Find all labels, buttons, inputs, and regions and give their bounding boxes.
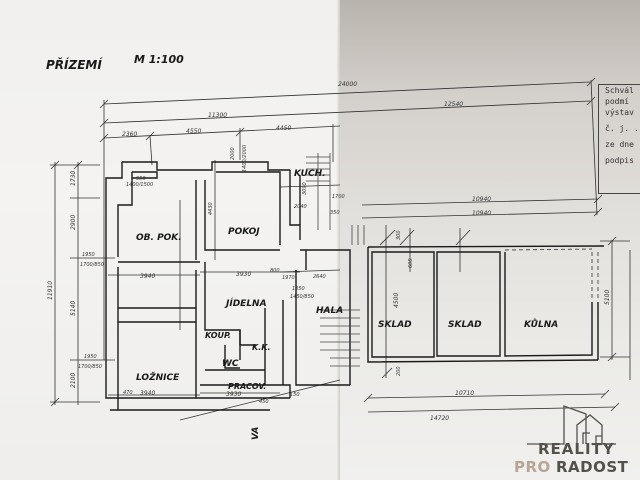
dim-window-2: 1950 bbox=[82, 252, 95, 258]
dim-bottom-a: 10710 bbox=[455, 390, 474, 397]
dim-bottom-b: 14720 bbox=[430, 415, 449, 422]
dim-470: 470 bbox=[123, 390, 133, 396]
drawing-title: PŘÍZEMÍ bbox=[46, 57, 103, 72]
house-logo-icon bbox=[527, 405, 616, 445]
room-label-va: VA bbox=[251, 427, 261, 440]
stamp-line: výstav bbox=[605, 108, 634, 117]
brand-logo: REALITY PRO RADOST bbox=[512, 400, 640, 480]
dim-300: 300 bbox=[396, 230, 402, 240]
room-label-hala: HALA bbox=[316, 306, 343, 316]
dim-sheds-b: 10940 bbox=[472, 210, 491, 217]
dim-left-2: 2900 bbox=[70, 215, 77, 230]
room-label-kuch: KUCH. bbox=[294, 169, 326, 179]
dim-right-sheds: 5100 bbox=[604, 290, 611, 305]
dim-1700: 1700 bbox=[332, 194, 345, 200]
dim-600: 600 bbox=[408, 258, 414, 268]
room-label-sklad-1: SKLAD bbox=[378, 320, 412, 330]
dim-450: 450 bbox=[259, 399, 269, 405]
dim-pracov-width: 3930 bbox=[226, 391, 241, 398]
dim-house: 11300 bbox=[208, 112, 227, 119]
dim-door-800: 800 bbox=[270, 268, 280, 274]
room-label-loznice: LOŽNICE bbox=[136, 372, 180, 383]
dim-kuch-height: 3090 bbox=[302, 182, 308, 195]
logo-text-radost: RADOST bbox=[556, 458, 629, 476]
dim-window-2b: 1700/850 bbox=[80, 262, 104, 268]
dim-left-1: 1730 bbox=[70, 171, 77, 186]
room-label-koup: KOUP. bbox=[205, 331, 231, 340]
room-label-pracov: PRACOV. bbox=[228, 382, 266, 391]
staircase bbox=[306, 153, 365, 367]
dim-200: 200 bbox=[396, 366, 402, 376]
dim-1400-2000: 1400/2000 bbox=[242, 145, 248, 172]
room-label-ob-pok: OB. POK. bbox=[136, 233, 182, 243]
dim-window-1: 950 bbox=[136, 176, 146, 182]
dim-window-3: 1950 bbox=[84, 354, 97, 360]
room-label-kk: K.K. bbox=[252, 343, 270, 352]
dim-window-3b: 1700/850 bbox=[78, 364, 102, 370]
dim-total: 24000 bbox=[338, 81, 357, 88]
house-walls bbox=[105, 161, 351, 411]
dim-sheds: 12540 bbox=[444, 101, 463, 108]
stamp-line: ze dne bbox=[605, 140, 634, 149]
dim-seg-2: 4550 bbox=[186, 128, 201, 135]
dim-seg-1: 2360 bbox=[122, 131, 137, 138]
dim-1850: 1850 bbox=[292, 286, 305, 292]
stamp-line: podpis bbox=[605, 156, 634, 165]
dim-left-3: 5140 bbox=[70, 301, 77, 316]
stamp-line: č. j. . bbox=[605, 124, 639, 133]
dim-jidelna-width: 3930 bbox=[236, 271, 251, 278]
room-label-sklad-2: SKLAD bbox=[448, 320, 482, 330]
dim-350: 350 bbox=[330, 210, 340, 216]
dim-ob-pok-width: 3940 bbox=[140, 273, 155, 280]
stamp-line: Schvál bbox=[605, 86, 634, 95]
dim-loznice-width: 3940 bbox=[140, 390, 155, 397]
dim-sklad-height: 4500 bbox=[393, 293, 400, 308]
drawing-scale: M 1:100 bbox=[134, 53, 184, 66]
paper-right-half bbox=[338, 0, 640, 480]
shed-dashed-opening bbox=[504, 248, 599, 298]
dim-door-1970: 1970 bbox=[282, 275, 295, 281]
dim-window-1b: 1400/1500 bbox=[126, 182, 153, 188]
dim-pokoj-height: 4430 bbox=[208, 202, 214, 215]
dim-sheds-a: 10940 bbox=[472, 196, 491, 203]
logo-text-reality: REALITY bbox=[538, 440, 615, 458]
room-label-jidelna: JÍDELNA bbox=[224, 297, 267, 309]
room-label-kulna: KŮLNA bbox=[524, 318, 558, 330]
logo-text-pro: PRO bbox=[514, 458, 551, 476]
dimension-lines bbox=[50, 77, 631, 421]
room-label-wc: WC bbox=[222, 359, 239, 369]
dim-2040: 2040 bbox=[294, 204, 307, 210]
dim-seg-3: 4450 bbox=[276, 125, 291, 132]
dim-150: 150 bbox=[290, 392, 300, 398]
dim-left-total: 11910 bbox=[47, 281, 54, 300]
dim-left-4: 2100 bbox=[70, 373, 77, 388]
room-label-pokoj: POKOJ bbox=[228, 227, 260, 237]
dim-1450: 1450/850 bbox=[290, 294, 314, 300]
dim-2000: 2000 bbox=[230, 147, 236, 160]
dim-2640: 2640 bbox=[313, 274, 326, 280]
shed-walls bbox=[367, 245, 605, 363]
approval-stamp: Schvál podmí výstav č. j. . ze dne podpi… bbox=[598, 84, 640, 194]
stamp-line: podmí bbox=[605, 97, 630, 106]
paper-fold bbox=[336, 0, 340, 480]
